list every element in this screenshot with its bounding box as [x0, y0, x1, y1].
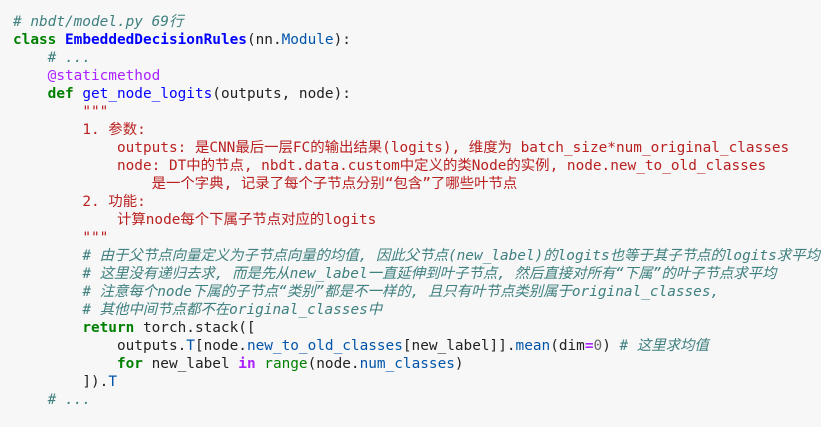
code-comment: # nbdt/model.py 69行 [13, 14, 184, 30]
keyword-in: in [238, 356, 256, 372]
code-text: (node. [307, 356, 360, 372]
code-text: ) [454, 356, 464, 372]
docstring-text: 是一个字典, 记录了每个子节点分别“包含”了哪些叶节点 [151, 176, 518, 192]
code-line-17: # 其他中间节点都不在original_classes中 [13, 301, 382, 319]
code-line-12: 计算node每个下属子节点对应的logits [13, 211, 376, 229]
builtin-name: range [264, 356, 308, 372]
code-comment: # 这里没有递归去求, 而是先从new_label一直延伸到叶子节点, 然后直接… [82, 266, 777, 282]
method-name: mean [515, 338, 551, 354]
docstring-text: """ [82, 230, 109, 246]
class-name: EmbeddedDecisionRules [65, 32, 247, 48]
base-class-name: Module [281, 32, 334, 48]
docstring-text: 计算node每个下属子节点对应的logits [116, 212, 377, 228]
docstring-text: 1. 参数: [82, 122, 146, 138]
code-text: (outputs, node): [212, 86, 351, 102]
code-line-21: ]).T [13, 373, 117, 391]
code-text: torch.stack([ [134, 320, 256, 336]
function-name: get_node_logits [82, 86, 213, 102]
code-line-2: class EmbeddedDecisionRules(nn.Module): [13, 31, 351, 49]
code-line-18: return torch.stack([ [13, 319, 256, 337]
code-text: ]). [82, 374, 109, 390]
attribute-name: T [186, 338, 195, 354]
code-line-9: node: DT中的节点, nbdt.data.custom中定义的类Node的… [13, 157, 766, 175]
code-text [256, 356, 265, 372]
code-line-10: 是一个字典, 记录了每个子节点分别“包含”了哪些叶节点 [13, 175, 518, 193]
code-line-13: """ [13, 229, 108, 247]
code-text: ): [333, 32, 351, 48]
operator: = [584, 338, 594, 354]
code-line-11: 2. 功能: [13, 193, 146, 211]
code-comment: # 其他中间节点都不在original_classes中 [82, 302, 383, 318]
code-line-7: 1. 参数: [13, 121, 146, 139]
code-line-8: outputs: 是CNN最后一层FC的输出结果(logits), 维度为 ba… [13, 139, 789, 157]
docstring-text: outputs: 是CNN最后一层FC的输出结果(logits), 维度为 ba… [116, 140, 790, 156]
code-text: (dim [550, 338, 585, 354]
code-text: new_label [142, 356, 239, 372]
code-comment: # 由于父节点向量定义为子节点向量的均值, 因此父节点(new_label)的l… [82, 248, 820, 264]
attribute-name: num_classes [359, 356, 455, 372]
code-line-14: # 由于父节点向量定义为子节点向量的均值, 因此父节点(new_label)的l… [13, 247, 820, 265]
number-literal: 0 [593, 338, 603, 354]
code-text: [new_label]]. [402, 338, 516, 354]
code-comment: # ... [47, 50, 91, 66]
docstring-text: 2. 功能: [82, 194, 146, 210]
code-text: outputs. [116, 338, 187, 354]
code-line-3: # ... [13, 49, 91, 67]
attribute-name: T [108, 374, 117, 390]
code-comment: # 这里求均值 [619, 338, 709, 354]
code-text: [node. [194, 338, 247, 354]
code-line-5: def get_node_logits(outputs, node): [13, 85, 351, 103]
keyword-class: class [13, 32, 57, 48]
keyword-def: def [47, 86, 74, 102]
code-comment: # ... [47, 392, 91, 408]
code-line-20: for new_label in range(node.num_classes) [13, 355, 464, 373]
attribute-name: new_to_old_classes [246, 338, 403, 354]
decorator: @staticmethod [47, 68, 161, 84]
docstring-text: node: DT中的节点, nbdt.data.custom中定义的类Node的… [116, 158, 767, 174]
code-line-1: # nbdt/model.py 69行 [13, 13, 183, 31]
keyword-for: for [116, 356, 143, 372]
keyword-return: return [82, 320, 135, 336]
code-line-16: # 注意每个node下属的子节点“类别”都是不一样的, 且只有叶节点类别属于or… [13, 283, 719, 301]
code-text: (nn. [246, 32, 282, 48]
code-line-22: # ... [13, 391, 91, 409]
code-line-4: @staticmethod [13, 67, 161, 85]
code-text: ) [602, 338, 620, 354]
code-line-15: # 这里没有递归去求, 而是先从new_label一直延伸到叶子节点, 然后直接… [13, 265, 776, 283]
code-comment: # 注意每个node下属的子节点“类别”都是不一样的, 且只有叶节点类别属于or… [82, 284, 720, 300]
code-line-6: """ [13, 103, 108, 121]
code-line-19: outputs.T[node.new_to_old_classes[new_la… [13, 337, 709, 355]
docstring-text: """ [82, 104, 109, 120]
